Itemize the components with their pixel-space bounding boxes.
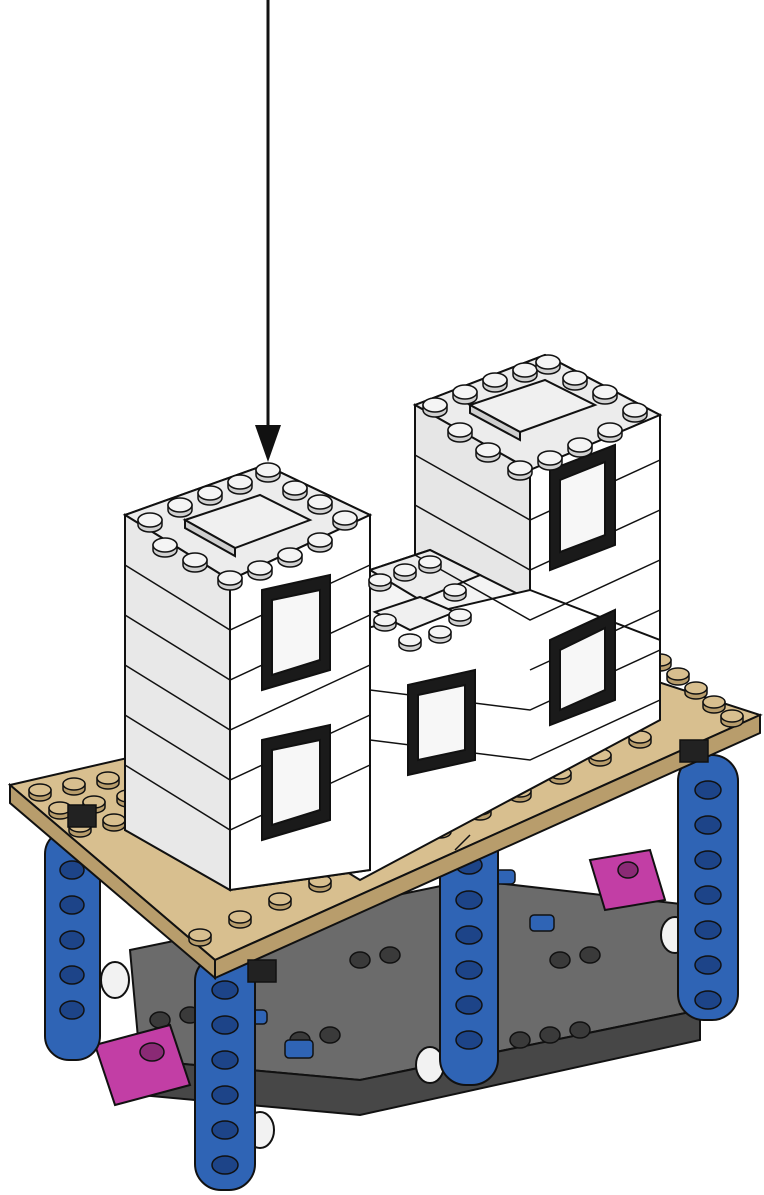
stud-top [198,486,222,500]
stud-top [229,911,251,923]
stud-top [623,403,647,417]
stud-top [183,553,207,567]
stud-top [394,564,416,576]
placement-arrow [255,0,281,462]
stud-top [685,682,707,694]
stud-top [138,513,162,527]
stud-top [374,614,396,626]
stud-top [476,443,500,457]
stud-top [448,423,472,437]
stud-top [97,772,119,784]
stud-top [703,696,725,708]
stud-top [449,609,471,621]
stud-top [189,929,211,941]
stud-top [721,710,743,722]
stud-top [103,814,125,826]
stud-top [536,355,560,369]
stud-top [308,495,332,509]
stud-top [593,385,617,399]
stud-top [153,538,177,552]
stud-top [399,634,421,646]
stud-top [508,461,532,475]
stud-top [419,556,441,568]
stud-top [538,451,562,465]
stud-top [63,778,85,790]
stud-top [568,438,592,452]
stud-top [513,363,537,377]
stud-top [423,398,447,412]
stud-top [444,584,466,596]
stud-top [369,574,391,586]
stud-top [483,373,507,387]
stud-top [228,475,252,489]
stud-top [168,498,192,512]
stud-top [667,668,689,680]
stud-top [563,371,587,385]
stud-top [269,893,291,905]
stud-top [218,571,242,585]
stud-top [308,533,332,547]
stud-top [598,423,622,437]
stud-top [248,561,272,575]
stud-top [333,511,357,525]
stud-top [29,784,51,796]
stud-top [283,481,307,495]
stud-top [453,385,477,399]
stud-top [429,626,451,638]
stud-top [256,463,280,477]
stud-top [278,548,302,562]
